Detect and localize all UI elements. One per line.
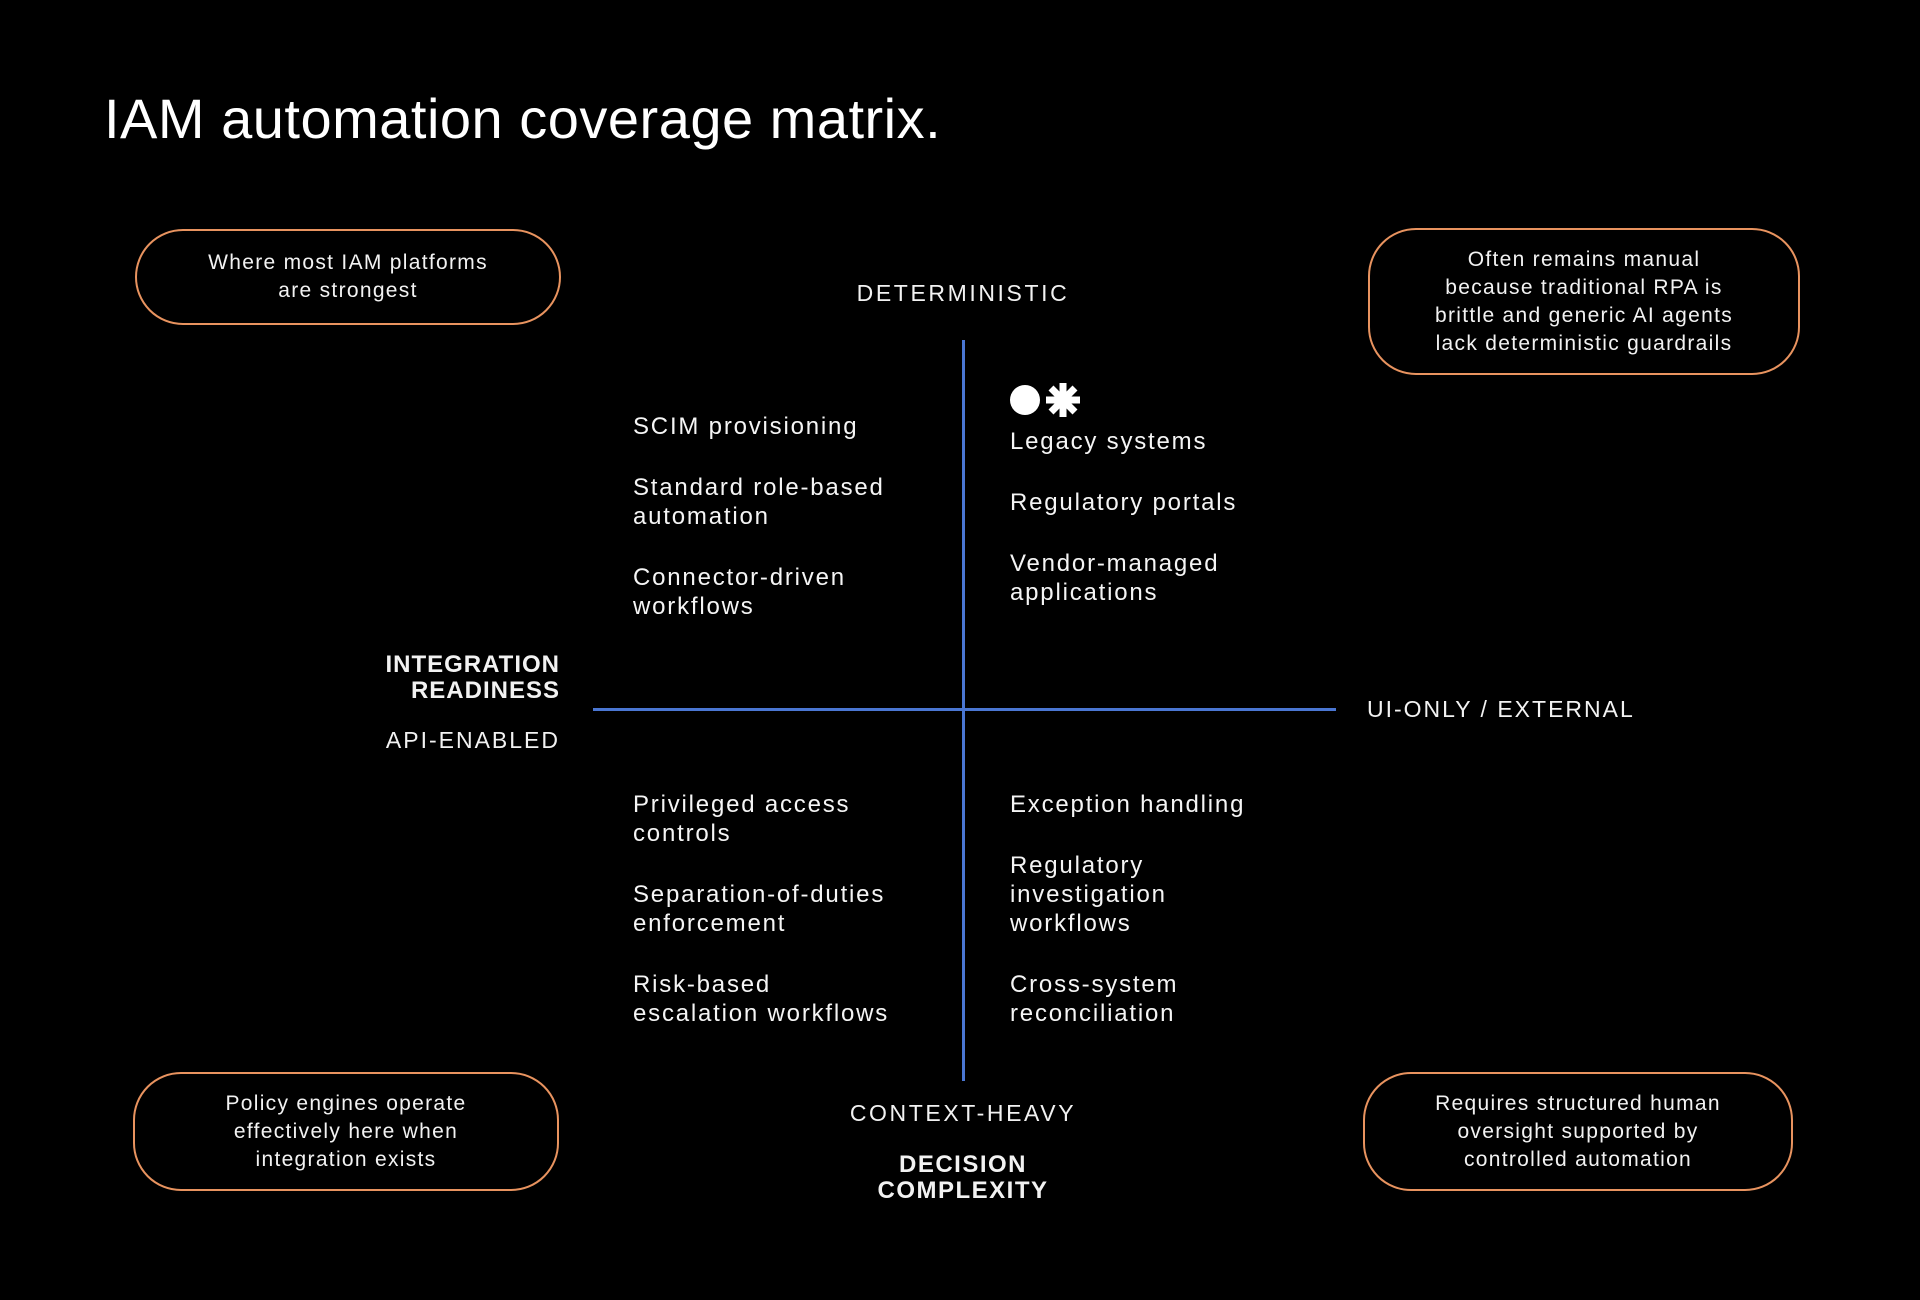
callout-bottom-left: Policy engines operate effectively here … (133, 1072, 559, 1191)
quadrant-top-right-list: Legacy systems Regulatory portals Vendor… (1010, 383, 1237, 639)
list-item: Vendor-managed applications (1010, 550, 1220, 606)
quadrant-markers (1010, 383, 1237, 417)
axis-label-api-enabled: API-ENABLED (385, 727, 560, 753)
axis-title-integration-readiness: INTEGRATION READINESS (385, 651, 560, 704)
list-item: Exception handling (1010, 791, 1246, 818)
list-item: Connector-driven workflows (633, 564, 846, 620)
callout-top-left: Where most IAM platforms are strongest (135, 229, 561, 325)
asterisk-icon (1045, 382, 1081, 418)
callout-bottom-right: Requires structured human oversight supp… (1363, 1072, 1793, 1191)
quadrant-bottom-right-list: Exception handling Regulatory investigat… (1010, 790, 1245, 1060)
quadrant-bottom-left-list: Privileged access controls Separation-of… (633, 790, 889, 1060)
axis-label-context-heavy: CONTEXT-HEAVY (849, 1100, 1077, 1126)
list-item: Regulatory portals (1010, 489, 1238, 516)
list-item: Regulatory investigation workflows (1010, 852, 1167, 937)
circle-icon (1010, 385, 1040, 415)
horizontal-axis-line (593, 708, 1336, 711)
quadrant-top-left-list: SCIM provisioning Standard role-based au… (633, 412, 885, 653)
list-item: SCIM provisioning (633, 413, 859, 440)
list-item: Cross-system reconciliation (1010, 971, 1179, 1027)
list-item: Risk-based escalation workflows (633, 971, 890, 1027)
list-item: Privileged access controls (633, 791, 851, 847)
list-item: Standard role-based automation (633, 474, 885, 530)
page-title: IAM automation coverage matrix. (104, 87, 942, 150)
list-item: Legacy systems (1010, 428, 1208, 455)
list-item: Separation-of-duties enforcement (633, 881, 886, 937)
callout-top-right: Often remains manual because traditional… (1368, 228, 1800, 375)
axis-label-ui-only-external: UI-ONLY / EXTERNAL (1367, 696, 1635, 722)
axis-title-decision-complexity: DECISION COMPLEXITY (877, 1151, 1049, 1204)
axis-label-deterministic: DETERMINISTIC (856, 280, 1070, 306)
